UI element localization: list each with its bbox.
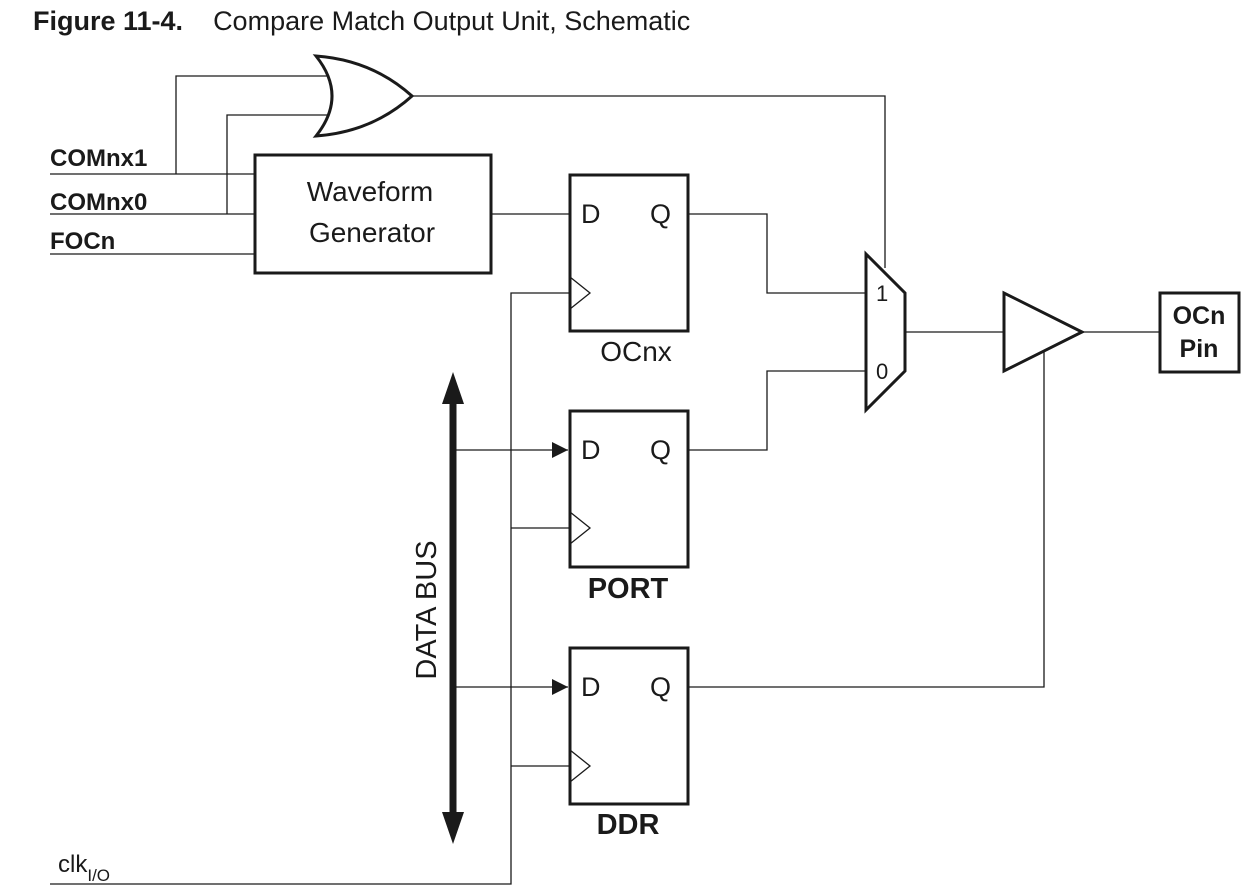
waveform-label: Waveform <box>307 176 434 207</box>
ddr-q-to-buffer-enable-wire <box>688 352 1045 688</box>
comnx0-label: COMnx0 <box>50 189 147 216</box>
ocnx-q-pin: Q <box>650 199 671 229</box>
ocnx-q-to-mux1-wire <box>688 213 866 294</box>
bus-arrow-down <box>442 812 464 844</box>
comnx1-to-or-wire <box>175 75 327 174</box>
ddr-clock-pin <box>569 749 592 783</box>
comnx1-label: COMnx1 <box>50 145 147 172</box>
waveform-generator: Waveform Generator <box>253 153 493 275</box>
ddr-label: DDR <box>597 809 660 841</box>
comnx0-to-or-wire <box>226 114 327 214</box>
focn-label: FOCn <box>50 228 115 255</box>
ddr-flipflop: D Q DDR <box>568 646 690 841</box>
ocn-pin-label-line1: OCn <box>1173 302 1226 330</box>
ddr-q-pin: Q <box>650 672 671 702</box>
or-gate <box>312 54 415 138</box>
port-q-to-mux0-wire <box>688 370 866 451</box>
generator-label: Generator <box>309 217 435 248</box>
or-to-mux-select-wire <box>412 95 886 268</box>
port-label: PORT <box>588 573 669 605</box>
ocnx-label: OCnx <box>600 336 672 367</box>
clock-wires <box>50 292 570 885</box>
mux-input-0: 0 <box>876 359 888 384</box>
port-flipflop: D Q PORT <box>568 409 690 605</box>
ocn-pin-label-line2: Pin <box>1180 335 1219 363</box>
output-buffer <box>1002 290 1086 374</box>
port-clock-pin <box>569 511 592 545</box>
figure-caption: Compare Match Output Unit, Schematic <box>213 6 691 36</box>
port-q-pin: Q <box>650 435 671 465</box>
figure-number: Figure 11-4. <box>33 6 184 36</box>
figure-title: Figure 11-4. Compare Match Output Unit, S… <box>33 4 690 38</box>
data-bus-label: DATA BUS <box>411 540 443 679</box>
ocnx-flipflop: D Q OCnx <box>568 173 690 367</box>
clk-label: clkI/O <box>58 851 110 885</box>
clk-subscript: I/O <box>87 866 110 885</box>
input-wires <box>50 75 886 268</box>
clk-main-text: clk <box>58 851 88 878</box>
multiplexer: 1 0 <box>864 250 907 414</box>
mux-input-1: 1 <box>876 281 888 306</box>
clk-main-wire <box>50 292 570 885</box>
port-d-pin: D <box>581 435 601 465</box>
ddr-d-pin: D <box>581 672 601 702</box>
ocnx-d-pin: D <box>581 199 601 229</box>
ocnx-clock-pin <box>569 276 592 310</box>
ocn-pin: OCn Pin <box>1158 291 1241 374</box>
bus-arrow-up <box>442 372 464 404</box>
data-bus: DATA BUS <box>411 372 568 844</box>
